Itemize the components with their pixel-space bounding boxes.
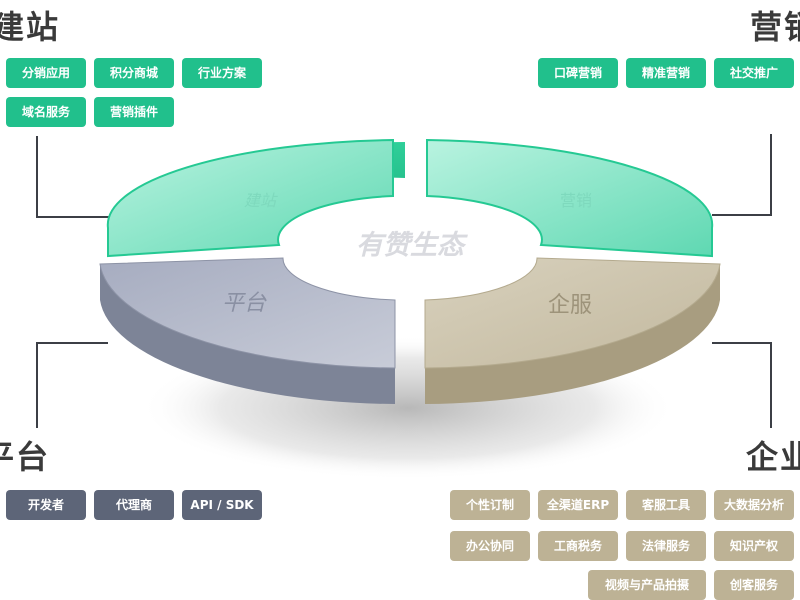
platform-tag[interactable]: 开发者 <box>6 490 86 520</box>
platform-connector <box>36 342 108 428</box>
build-tag[interactable]: 营销插件 <box>94 97 174 127</box>
enterprise-tag[interactable]: 法律服务 <box>626 531 706 561</box>
enterprise-tag[interactable]: 知识产权 <box>714 531 794 561</box>
build-segment-label: 建站 <box>244 191 278 210</box>
platform-segment <box>99 257 396 369</box>
marketing-segment-label: 营销 <box>560 191 592 210</box>
enterprise-tag[interactable]: 客服工具 <box>626 490 706 520</box>
platform-tag[interactable]: API / SDK <box>182 490 262 520</box>
enterprise-tag[interactable]: 创客服务 <box>714 570 794 600</box>
enterprise-tag[interactable]: 工商税务 <box>538 531 618 561</box>
marketing-segment <box>426 138 714 258</box>
center-label: 有赞生态 <box>356 230 468 261</box>
enterprise-segment-side <box>425 264 720 404</box>
enterprise-tag[interactable]: 视频与产品拍摄 <box>588 570 706 600</box>
platform-section-title: 平台 <box>0 438 51 476</box>
marketing-section-title: 营销 <box>749 8 800 46</box>
enterprise-tag[interactable]: 个性订制 <box>450 490 530 520</box>
marketing-tag[interactable]: 精准营销 <box>626 58 706 88</box>
build-tag[interactable]: 域名服务 <box>6 97 86 127</box>
build-tag[interactable]: 行业方案 <box>182 58 262 88</box>
build-connector <box>36 136 118 218</box>
platform-tag[interactable]: 代理商 <box>94 490 174 520</box>
enterprise-connector <box>712 342 772 428</box>
build-tag[interactable]: 分销应用 <box>6 58 86 88</box>
platform-segment-side <box>100 264 395 404</box>
marketing-tag[interactable]: 口碑营销 <box>538 58 618 88</box>
marketing-connector <box>712 134 772 216</box>
platform-segment-label: 平台 <box>222 291 267 316</box>
enterprise-tag[interactable]: 全渠道ERP <box>538 490 618 520</box>
enterprise-tag[interactable]: 办公协同 <box>450 531 530 561</box>
enterprise-segment-label: 企服 <box>548 293 592 318</box>
marketing-tag[interactable]: 社交推广 <box>714 58 794 88</box>
enterprise-section-title: 企业 <box>745 438 800 476</box>
enterprise-segment <box>424 257 721 369</box>
build-section-title: 建站 <box>0 8 61 46</box>
build-tag[interactable]: 积分商城 <box>94 58 174 88</box>
enterprise-tag[interactable]: 大数据分析 <box>714 490 794 520</box>
build-segment <box>106 138 394 258</box>
